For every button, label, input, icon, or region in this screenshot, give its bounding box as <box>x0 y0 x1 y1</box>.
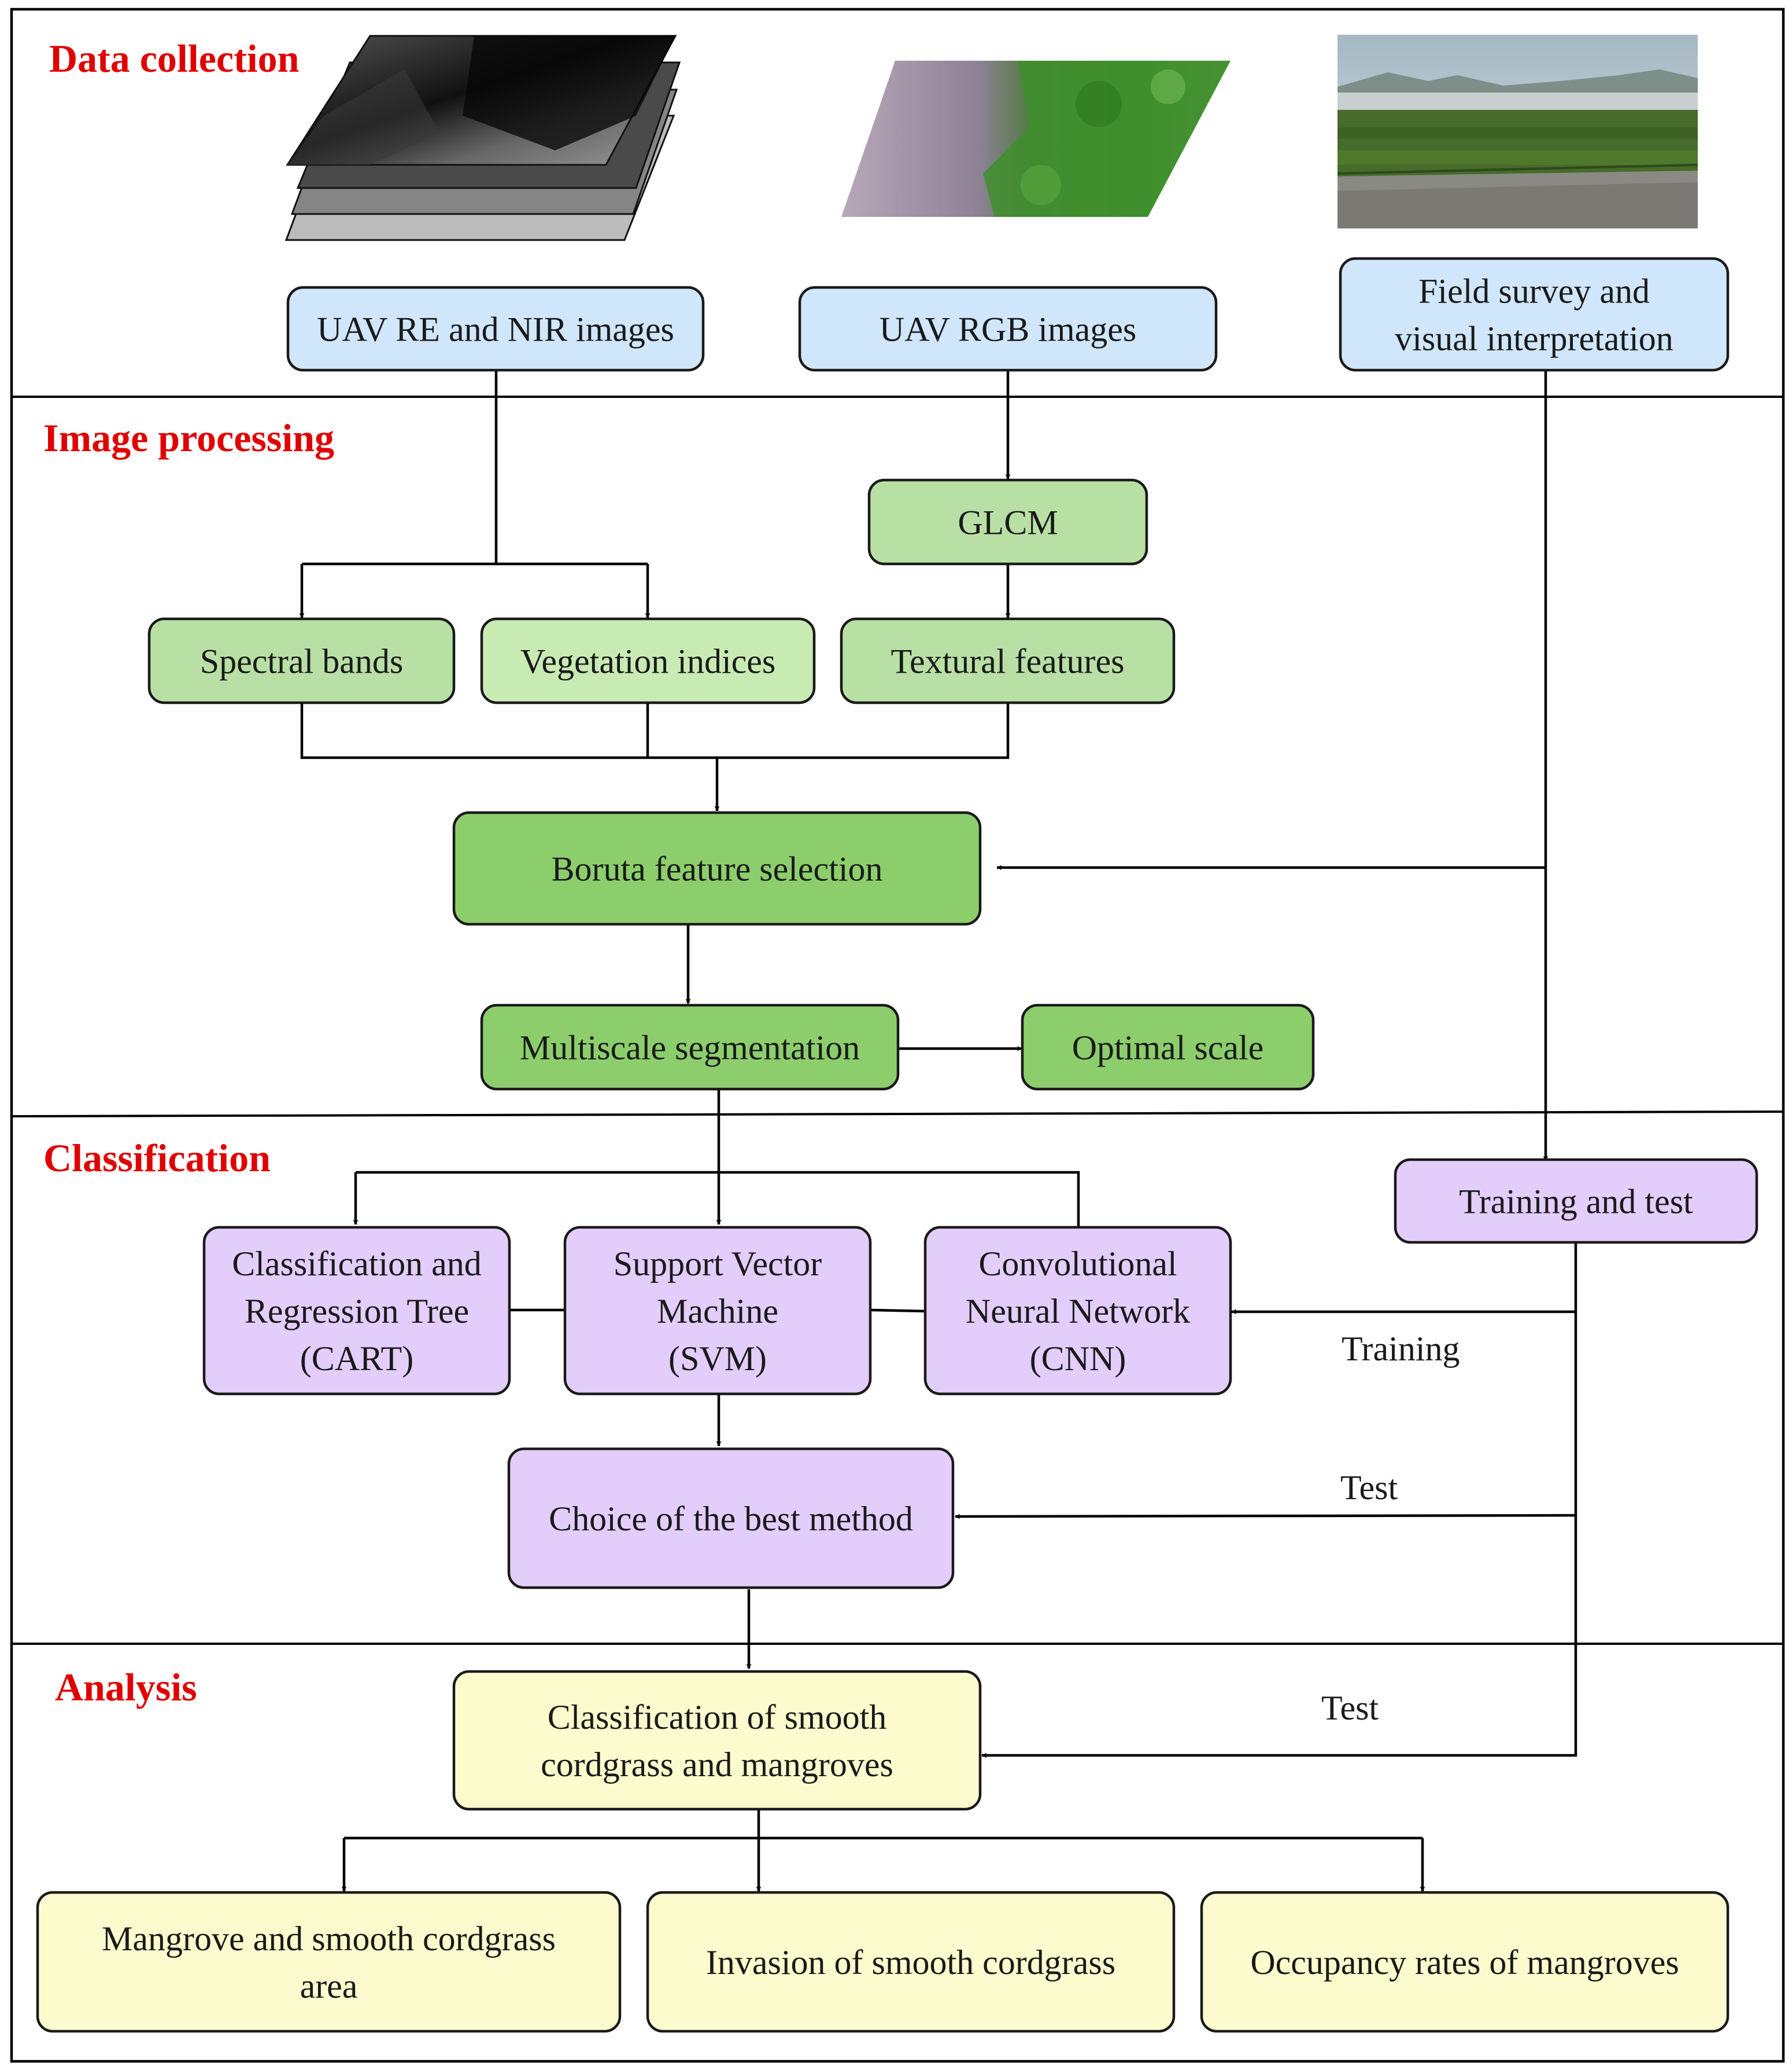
textural-features-box-shape <box>840 617 1176 704</box>
vegetation-indices-box: Vegetation indices <box>480 617 816 704</box>
textural-features-box: Textural features <box>840 617 1176 704</box>
best-method-box: Choice of the best method <box>507 1447 955 1589</box>
vegetation-indices-box-label-line-1: Vegetation indices <box>520 643 776 681</box>
glcm-box-shape <box>867 478 1148 566</box>
invasion-output-box-label-line-1: Invasion of smooth cordgrass <box>706 1943 1115 1982</box>
multiscale-segmentation-box-label-line-1: Multiscale segmentation <box>520 1029 860 1067</box>
section-label-classification: Classification <box>43 1136 271 1180</box>
textural-features-box-label-line-1: Textural features <box>891 643 1125 681</box>
cnn-box-label-line-1: Convolutional <box>978 1245 1177 1283</box>
field-photo-image <box>1337 35 1698 228</box>
spectral-bands-box-shape <box>147 617 456 704</box>
field-survey-box-shape <box>1339 257 1730 372</box>
occupancy-output-box-label-line-1: Occupancy rates of mangroves <box>1250 1943 1679 1982</box>
cart-box-label-line-2: Regression Tree <box>245 1292 469 1330</box>
boruta-box-shape <box>452 811 982 926</box>
cart-box-label-line-1: Classification and <box>232 1245 482 1283</box>
optimal-scale-box-label-line-1: Optimal scale <box>1072 1029 1264 1067</box>
edge-label-test-classification: Test <box>1321 1689 1379 1727</box>
field-survey-box-label-line-2: visual interpretation <box>1395 320 1673 358</box>
boruta-box-label-line-1: Boruta feature selection <box>551 850 882 888</box>
invasion-output-box-shape <box>646 1891 1176 2033</box>
rgb-orthomosaic-image <box>841 61 1231 217</box>
svm-box-label-line-1: Support Vector <box>614 1245 822 1283</box>
uav-re-nir-box-label-line-1: UAV RE and NIR images <box>317 311 674 349</box>
boruta-box: Boruta feature selection <box>452 811 982 926</box>
uav-rgb-box-shape <box>798 286 1218 372</box>
spectral-bands-box: Spectral bands <box>147 617 456 704</box>
multiscale-segmentation-box: Multiscale segmentation <box>480 1003 900 1091</box>
cart-box-shape <box>202 1226 511 1396</box>
area-output-box-label-line-2: area <box>300 1967 358 2005</box>
occupancy-output-box: Occupancy rates of mangroves <box>1200 1891 1730 2033</box>
classification-result-box: Classification of smooth cordgrass and ma… <box>452 1670 982 1811</box>
occupancy-output-box-shape <box>1200 1891 1730 2033</box>
optimal-scale-box-shape <box>1021 1003 1315 1091</box>
training-and-test-box-shape <box>1394 1158 1758 1244</box>
best-method-box-label-line-1: Choice of the best method <box>549 1500 913 1538</box>
glcm-box-label-line-1: GLCM <box>958 504 1058 542</box>
area-output-box-shape <box>36 1891 622 2033</box>
training-and-test-box-label-line-1: Training and test <box>1459 1183 1693 1221</box>
optimal-scale-box: Optimal scale <box>1021 1003 1315 1091</box>
training-and-test-box: Training and test <box>1394 1158 1758 1244</box>
uav-re-nir-box-shape <box>286 286 705 372</box>
spectral-bands-box-label-line-1: Spectral bands <box>200 643 404 681</box>
uav-rgb-box-label-line-1: UAV RGB images <box>880 311 1137 349</box>
field-survey-box-label-line-1: Field survey and <box>1418 272 1650 311</box>
classification-result-box-label-line-1: Classification of smooth <box>548 1698 887 1736</box>
cart-box-label-line-3: (CART) <box>300 1340 413 1378</box>
multiscale-segmentation-box-shape <box>480 1003 900 1091</box>
section-label-image-processing: Image processing <box>43 416 334 460</box>
field-survey-box: Field survey and visual interpretation <box>1339 257 1730 372</box>
glcm-box: GLCM <box>867 478 1148 566</box>
classification-result-box-shape <box>452 1670 982 1811</box>
connectors <box>299 370 1577 1892</box>
classification-result-box-label-line-2: cordgrass and mangroves <box>541 1746 893 1784</box>
area-output-box: Mangrove and smooth cordgrass area <box>36 1891 622 2033</box>
best-method-box-shape <box>507 1447 955 1589</box>
outer-frame <box>10 8 1785 2063</box>
uav-re-nir-box: UAV RE and NIR images <box>286 286 705 372</box>
svm-box-label-line-2: Machine <box>657 1292 778 1330</box>
svm-box-shape <box>563 1226 872 1396</box>
area-output-box-label-line-1: Mangrove and smooth cordgrass <box>102 1920 556 1958</box>
cnn-box-label-line-2: Neural Network <box>966 1292 1190 1330</box>
section-label-data-collection: Data collection <box>49 36 299 80</box>
invasion-output-box: Invasion of smooth cordgrass <box>646 1891 1176 2033</box>
section-label-analysis: Analysis <box>55 1665 197 1709</box>
svm-box-label-line-3: (SVM) <box>668 1340 767 1378</box>
multispectral-stack-image <box>284 35 681 241</box>
vegetation-indices-box-shape <box>480 617 816 704</box>
edge-label-test-choice: Test <box>1340 1468 1398 1507</box>
edge-label-training: Training <box>1342 1330 1460 1368</box>
cnn-box-shape <box>923 1226 1232 1396</box>
cnn-box-label-line-3: (CNN) <box>1030 1340 1126 1378</box>
divider-2 <box>11 1110 1784 1117</box>
uav-rgb-box: UAV RGB images <box>798 286 1218 372</box>
